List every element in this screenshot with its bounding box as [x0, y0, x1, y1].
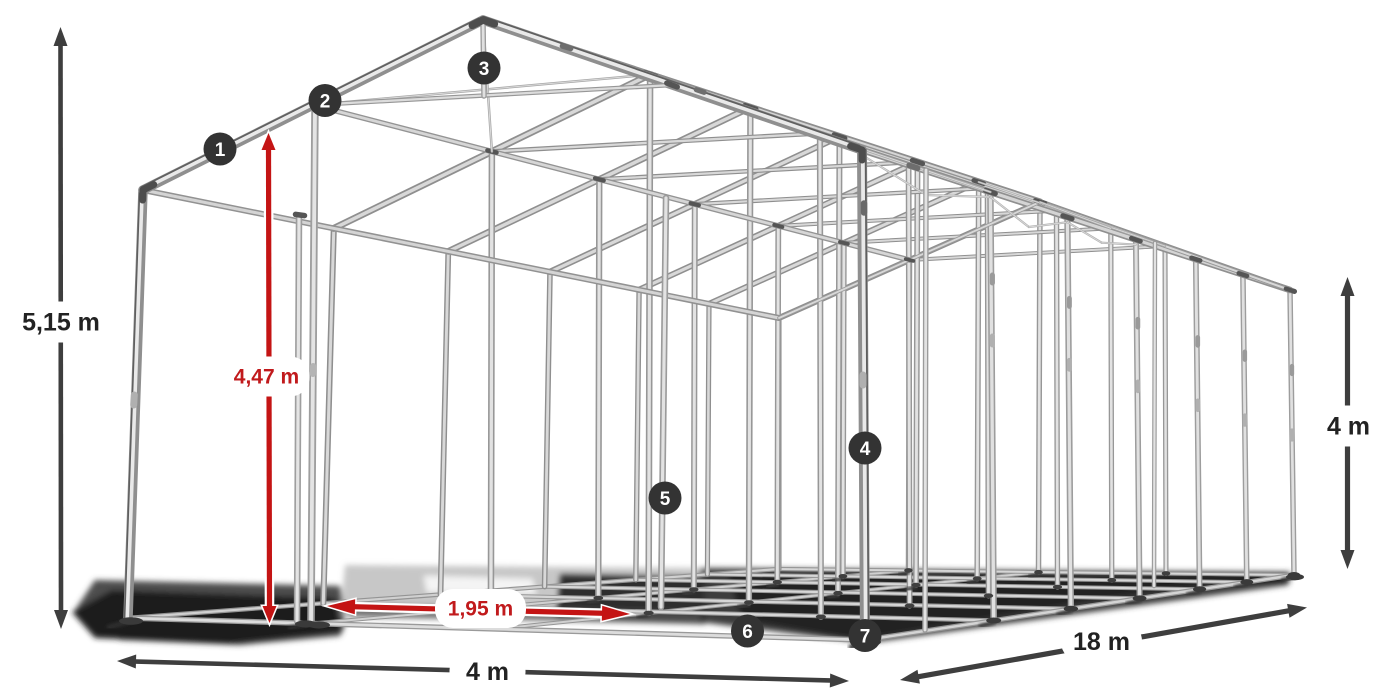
svg-text:3: 3: [479, 59, 490, 80]
svg-text:7: 7: [860, 627, 871, 648]
svg-text:18 m: 18 m: [1073, 628, 1130, 656]
svg-text:1,95 m: 1,95 m: [448, 598, 513, 621]
svg-text:4 m: 4 m: [1327, 413, 1370, 441]
svg-text:4: 4: [860, 439, 871, 460]
svg-text:4 m: 4 m: [466, 658, 509, 686]
svg-text:5,15 m: 5,15 m: [22, 309, 100, 337]
svg-text:4,47 m: 4,47 m: [234, 366, 299, 389]
svg-text:5: 5: [660, 489, 671, 510]
svg-text:1: 1: [215, 140, 226, 161]
svg-text:6: 6: [742, 622, 753, 643]
svg-text:2: 2: [320, 92, 331, 113]
